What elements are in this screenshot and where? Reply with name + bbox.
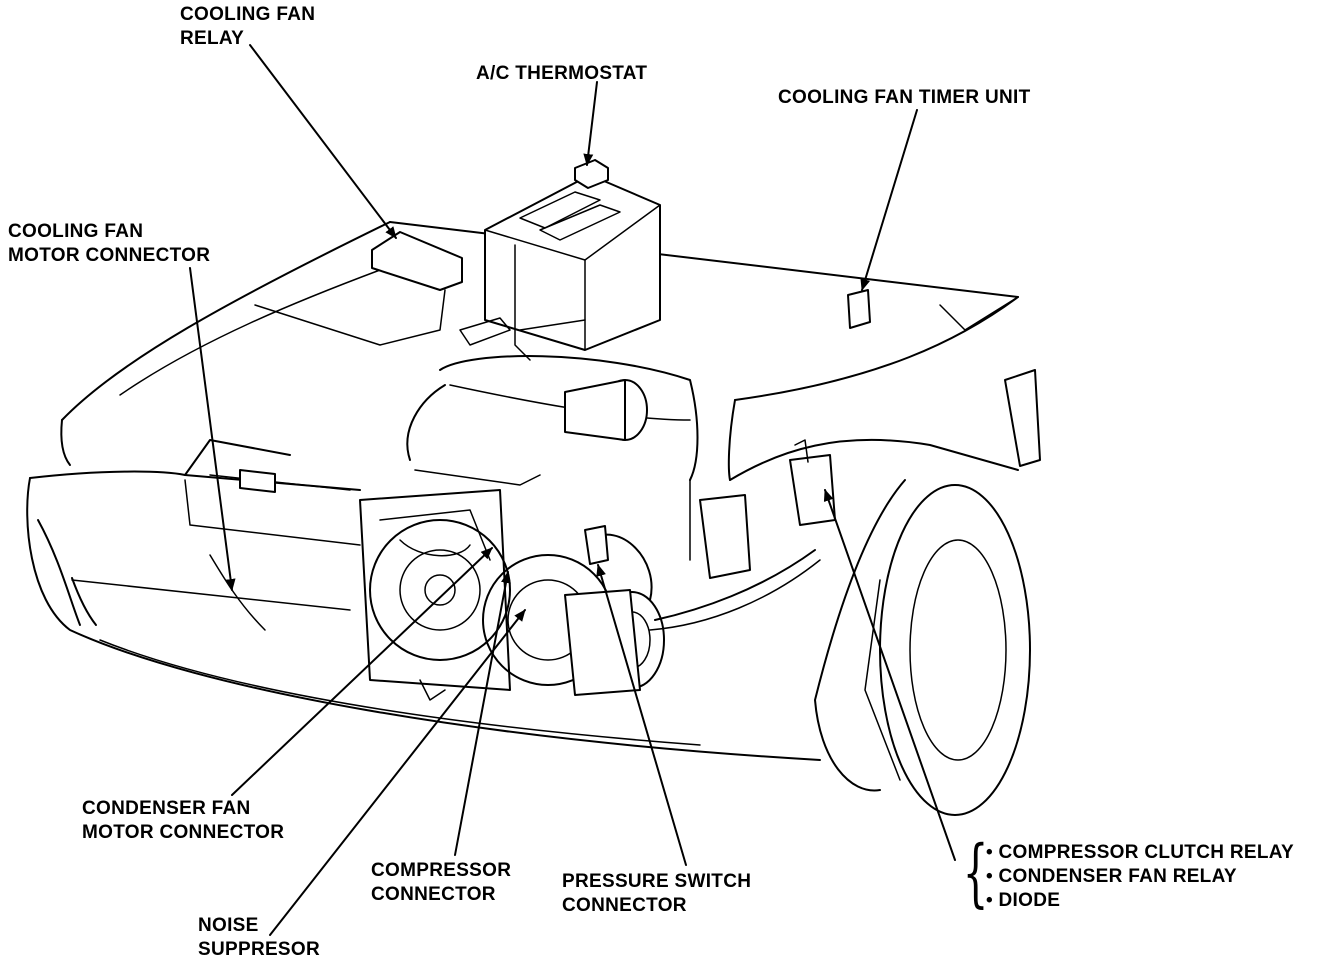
car-body-outline [26,221,1041,816]
engine-block [406,355,699,486]
leader-lines [189,44,956,936]
label-cooling-fan-motor-connector: COOLING FAN MOTOR CONNECTOR [8,221,211,266]
condenser-fan-assembly [359,489,511,701]
timer-unit-box [847,289,871,329]
relay-cluster [649,439,836,631]
relay-group-brace: { [962,830,989,916]
label-noise-suppresor: NOISE SUPPRESOR [198,915,321,960]
label-condenser-fan-motor-connector: CONDENSER FAN MOTOR CONNECTOR [82,798,285,843]
battery-housing [459,159,661,361]
compressor-assembly [482,525,665,696]
relay-group-item: CONDENSER FAN RELAY [986,865,1294,889]
label-cooling-fan-relay: COOLING FAN RELAY [180,4,316,49]
label-pressure-switch-connector: PRESSURE SWITCH CONNECTOR [562,871,752,916]
relay-group-item: DIODE [986,889,1294,913]
label-cooling-fan-timer-unit: COOLING FAN TIMER UNIT [778,87,1031,108]
relay-group-item: COMPRESSOR CLUTCH RELAY [986,841,1294,865]
relay-box [371,231,463,291]
fan-motor-wire [209,554,266,631]
label-compressor-connector: COMPRESSOR CONNECTOR [371,860,512,905]
label-relay-group: COMPRESSOR CLUTCH RELAY CONDENSER FAN RE… [986,841,1294,913]
label-ac-thermostat: A/C THERMOSTAT [476,63,648,84]
